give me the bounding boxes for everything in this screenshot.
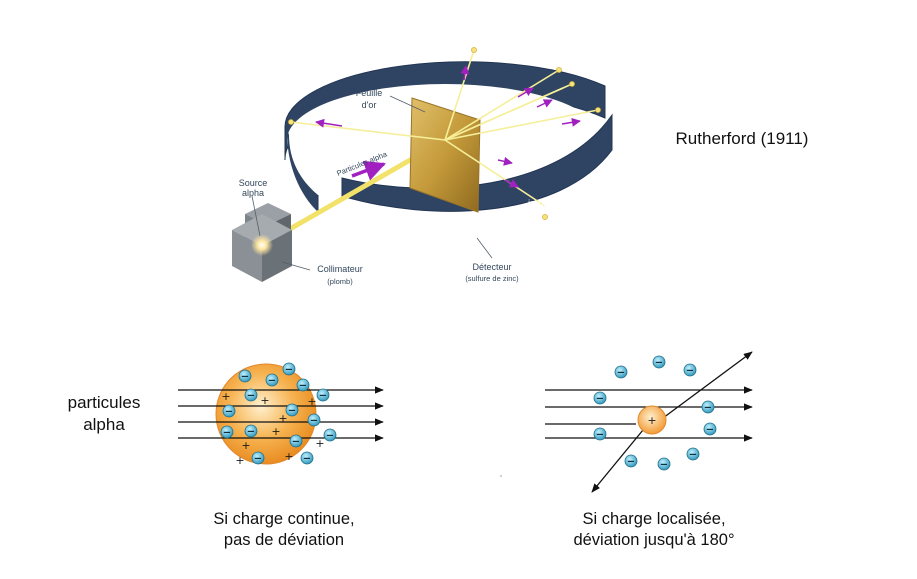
particles-label-1: particules	[68, 393, 141, 412]
plus-sign: +	[278, 412, 287, 425]
electron: −	[285, 403, 299, 417]
electron: −	[265, 373, 279, 387]
positive-charges: +++++++++	[221, 390, 324, 467]
svg-text:−: −	[223, 428, 231, 439]
electron: −	[316, 388, 330, 402]
caption-continuous-2: pas de déviation	[224, 531, 344, 549]
electron: −	[703, 422, 717, 436]
svg-text:−: −	[310, 416, 318, 427]
svg-text:−: −	[596, 394, 604, 405]
localized-model: + − − − − − − − − − −	[545, 351, 753, 493]
electron: −	[624, 454, 638, 468]
impact-dots	[288, 47, 601, 220]
foil-label-2: d'or	[362, 100, 377, 110]
impact-label: impact	[528, 198, 556, 209]
svg-text:−: −	[660, 460, 668, 471]
stray-dot	[500, 475, 502, 477]
plus-sign: +	[241, 439, 250, 452]
electron: −	[244, 388, 258, 402]
plus-sign: +	[235, 454, 244, 467]
detector-label-2: (sulfure de zinc)	[465, 274, 519, 283]
svg-text:−: −	[706, 425, 714, 436]
svg-text:−: −	[268, 376, 276, 387]
svg-text:−: −	[319, 391, 327, 402]
electron: −	[683, 363, 697, 377]
electron: −	[220, 425, 234, 439]
collimator-label-2: (plomb)	[327, 277, 353, 286]
svg-text:−: −	[247, 391, 255, 402]
diagram-title: Rutherford (1911)	[676, 129, 809, 148]
electron: −	[300, 451, 314, 465]
svg-text:−: −	[299, 381, 307, 392]
straight-trajectories	[545, 386, 753, 442]
svg-text:−: −	[686, 366, 694, 377]
electron: −	[307, 413, 321, 427]
svg-text:−: −	[627, 457, 635, 468]
electron: −	[251, 451, 265, 465]
electrons: − − − − − − − − − −	[593, 355, 717, 471]
svg-text:−: −	[326, 431, 334, 442]
scattered-rays	[290, 49, 599, 207]
svg-text:−: −	[617, 368, 625, 379]
svg-text:−: −	[292, 437, 300, 448]
plus-sign: +	[315, 437, 324, 450]
source-glow	[251, 234, 273, 256]
leader-lines	[251, 95, 493, 271]
svg-text:−: −	[303, 454, 311, 465]
svg-text:−: −	[689, 450, 697, 461]
direction-arrows	[315, 65, 581, 188]
electron: −	[701, 400, 715, 414]
continuous-model: −−−−−−−−−−−−−−− +++++++++	[178, 362, 384, 467]
beam-arrow	[351, 160, 386, 181]
collimator-cube	[232, 203, 292, 282]
electron: −	[222, 404, 236, 418]
electron: −	[686, 447, 700, 461]
deflected-trajectory-up	[662, 351, 753, 419]
caption-localized-1: Si charge localisée,	[582, 510, 725, 528]
electron: −	[244, 424, 258, 438]
foil-label-1: Feuille	[356, 88, 383, 98]
electron: −	[289, 434, 303, 448]
caption-continuous-1: Si charge continue,	[213, 510, 354, 528]
apparatus: Source alpha Feuille d'or Particules alp…	[232, 47, 613, 286]
particles-label-2: alpha	[83, 415, 125, 434]
electron: −	[282, 362, 296, 376]
svg-text:−: −	[288, 406, 296, 417]
straight-trajectories	[178, 386, 384, 442]
svg-text:−: −	[241, 372, 249, 383]
source-label-2: alpha	[242, 188, 264, 198]
deflected-trajectory-back	[591, 429, 644, 493]
collimator-label-1: Collimateur	[317, 264, 363, 274]
svg-text:−: −	[285, 365, 293, 376]
gold-foil	[409, 97, 481, 213]
electron: −	[323, 428, 337, 442]
electron: −	[593, 427, 607, 441]
nucleus-plus: +	[647, 414, 656, 427]
svg-text:−: −	[247, 427, 255, 438]
svg-text:−: −	[704, 403, 712, 414]
plus-sign: +	[307, 395, 316, 408]
electron: −	[238, 369, 252, 383]
electron: −	[614, 365, 628, 379]
plus-sign: +	[284, 450, 293, 463]
nucleus	[637, 405, 667, 435]
svg-text:−: −	[254, 454, 262, 465]
electron: −	[593, 391, 607, 405]
electron: −	[652, 355, 666, 369]
svg-text:−: −	[225, 407, 233, 418]
source-label-1: Source	[239, 178, 268, 188]
detector-label-1: Détecteur	[472, 262, 511, 272]
electrons: −−−−−−−−−−−−−−−	[220, 362, 337, 465]
svg-text:−: −	[596, 430, 604, 441]
plus-sign: +	[221, 390, 230, 403]
caption-localized-2: déviation jusqu'à 180°	[573, 531, 734, 549]
plus-sign: +	[260, 394, 269, 407]
plus-sign: +	[271, 425, 280, 438]
electron: −	[296, 378, 310, 392]
electron: −	[657, 457, 671, 471]
svg-text:−: −	[655, 358, 663, 369]
